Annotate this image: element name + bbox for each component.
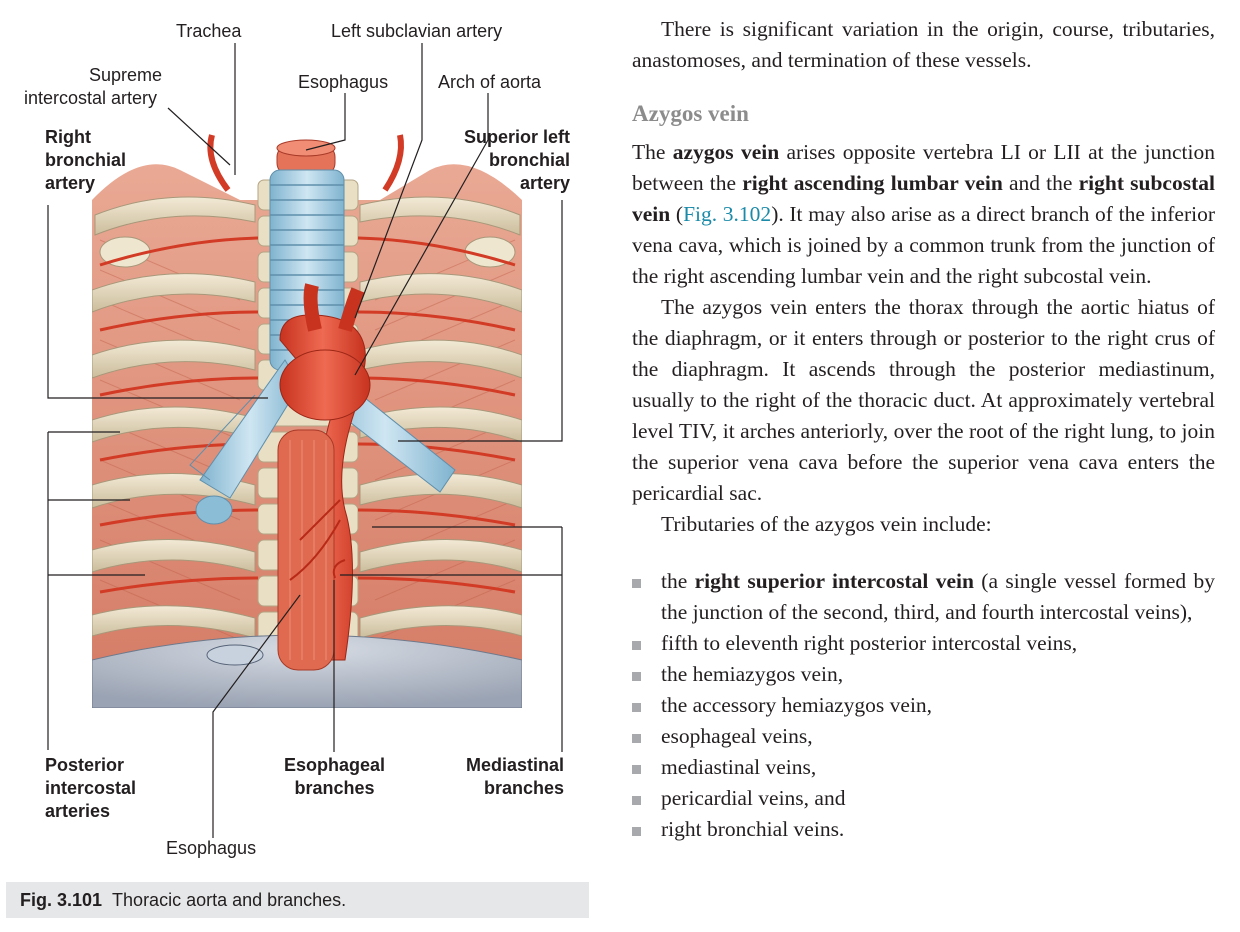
anatomy-illustration [92,134,522,708]
list-item: the hemiazygos vein, [632,659,1215,690]
text-run: The [632,140,673,164]
leader-lines [47,43,563,838]
label-esophageal-branches: Esophageal branches [262,754,407,800]
label-line: branches [483,778,564,798]
label-line: intercostal [45,778,137,798]
label-line: bronchial [488,150,570,170]
label-supreme: Supreme [89,65,163,85]
label-left-subclavian-artery: Left subclavian artery [331,21,503,41]
label-line: Mediastinal [465,755,564,775]
label-posterior-intercostal-arteries: Posterior intercostal arteries [45,754,136,823]
intro-paragraph: There is significant variation in the or… [632,17,1215,72]
text-run: ( [670,202,684,226]
label-line: Superior left [463,127,570,147]
paragraph-tributaries-intro: Tributaries of the azygos vein include: [661,512,992,536]
figure-reference-link[interactable]: Fig. 3.102 [683,202,772,226]
label-right-bronchial-artery: Right bronchial artery [45,126,126,195]
list-item: esophageal veins, [632,721,1215,752]
figure-panel: Trachea Left subclavian artery Supreme i… [0,0,600,932]
text-run: arises opposite vertebra LI or LII at th… [632,140,1215,195]
label-superior-left-bronchial-artery: Superior left bronchial artery [440,126,570,195]
text-run: and the [1002,171,1079,195]
label-line: Right [45,127,91,147]
paragraph-course: The azygos vein enters the thorax throug… [632,295,1215,505]
paragraph-origin: The azygos vein arises opposite vertebra… [632,137,1215,292]
bold-term: right ascending lumbar vein [742,171,1003,195]
figure-caption: Fig. 3.101 Thoracic aorta and branches. [6,882,589,918]
label-esophagus-top: Esophagus [298,72,389,92]
label-line: artery [519,173,570,193]
body-text-column: There is significant variation in the or… [632,14,1215,845]
section-heading: Azygos vein [632,101,749,126]
list-item: mediastinal veins, [632,752,1215,783]
label-supreme-intercostal-artery: intercostal artery [24,88,158,108]
label-line: branches [294,778,375,798]
bold-term: right superior intercostal vein [694,569,974,593]
list-item: right bronchial veins. [632,814,1215,845]
label-line: artery [45,173,96,193]
label-mediastinal-branches: Mediastinal branches [440,754,564,800]
list-item: fifth to eleventh right posterior interc… [632,628,1215,659]
list-item: pericardial veins, and [632,783,1215,814]
label-line: Esophageal [283,755,386,775]
caption-text: Thoracic aorta and branches. [112,890,347,910]
list-item: the accessory hemiazygos vein, [632,690,1215,721]
list-item: the right superior intercostal vein (a s… [632,566,1215,628]
label-line: Posterior [45,755,125,775]
text-run: the [661,569,695,593]
label-line: arteries [45,801,111,821]
bold-term: azygos vein [672,140,780,164]
label-esophagus-bottom: Esophagus [166,838,257,858]
text-run: ). It may also arise as a direct branch … [632,202,1216,288]
label-arch-of-aorta: Arch of aorta [438,72,542,92]
bold-term: right subcostal vein [632,171,1215,226]
label-trachea: Trachea [176,21,242,41]
text-run: (a single vessel formed by the junction … [661,569,1215,624]
caption-number: Fig. 3.101 [20,890,103,910]
tributaries-list: the right superior intercostal vein (a s… [632,566,1215,845]
label-line: bronchial [45,150,127,170]
